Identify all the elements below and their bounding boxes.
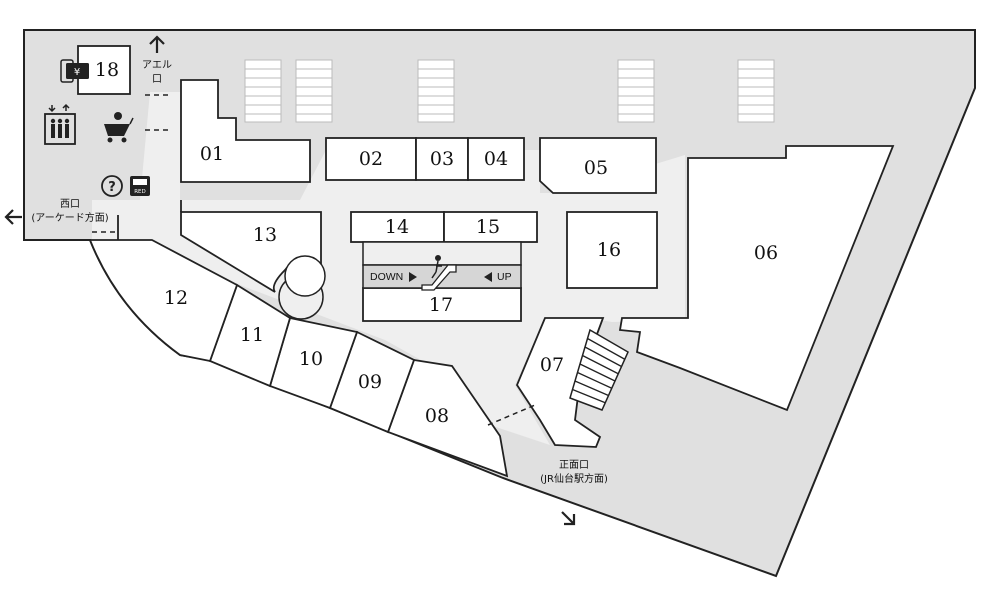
shop-10-label: 10 [299,348,323,370]
shop-15-label: 15 [476,216,500,238]
shop-05[interactable] [539,137,657,194]
pillar [284,255,326,297]
shop-03[interactable] [415,137,469,181]
shop-16-label: 16 [597,239,621,261]
shop-06-label: 06 [754,242,778,264]
shop-08-label: 08 [425,405,449,427]
elevator-icon [44,103,76,145]
door-north-corridor [145,94,170,131]
shop-14-label: 14 [385,216,409,238]
cart-icon [104,112,134,143]
shop-06[interactable] [618,145,895,412]
shop-13-label: 13 [253,224,277,246]
stair-tread [587,337,626,360]
shop-16[interactable] [566,211,658,289]
stair-tread [577,371,613,389]
atm-icon: ¥ [60,59,89,83]
shop-04[interactable] [467,137,525,181]
main-entrance-line2: (JR仙台駅方面) [540,472,608,485]
info-icon: ? [101,175,123,197]
shop-17-label: 17 [429,294,453,316]
escalator-icon [421,255,457,291]
shop-04-label: 04 [484,148,508,170]
arrow-up-icon [149,35,165,53]
shop-05-label: 05 [584,157,608,179]
info-symbol: ? [108,180,116,195]
shop-03-label: 03 [430,148,454,170]
sign-icon: RED [130,176,150,196]
escalator-down-label: DOWN [370,271,403,283]
stair-tread [582,354,619,375]
escalator-area[interactable]: DOWN UP [362,241,522,291]
north-entrance-line2: 口 [152,74,162,85]
triangle-left-icon [484,272,492,282]
stair-tread [574,380,609,397]
triangle-right-icon [409,272,417,282]
sign-text: RED [134,189,146,195]
atm-symbol: ¥ [74,67,80,78]
stairs[interactable] [569,328,629,411]
shop-12-label: 12 [164,287,188,309]
west-entrance-line1: 西口 [60,199,80,210]
stair-tread [572,388,606,404]
stair-tread [584,346,622,368]
shop-18-label: 18 [95,59,119,81]
main-entrance-line1: 正面口 [559,460,589,471]
shop-09-label: 09 [358,371,382,393]
west-entrance-line2: (アーケード方面) [31,211,108,224]
shop-01[interactable] [180,79,311,183]
parking-area [244,59,775,123]
stair-tread [579,363,616,382]
arrow-left-icon [4,209,22,225]
arrow-down-right-icon [561,511,576,526]
shop-07-label: 07 [540,354,564,376]
north-entrance-line1: アエル [142,60,172,71]
escalator-up-label: UP [497,271,512,283]
shop-11-label: 11 [240,324,264,346]
shop-02-label: 02 [359,148,383,170]
shop-12[interactable] [88,239,239,363]
shop-01-label: 01 [200,143,224,165]
shop-15[interactable] [443,211,538,243]
